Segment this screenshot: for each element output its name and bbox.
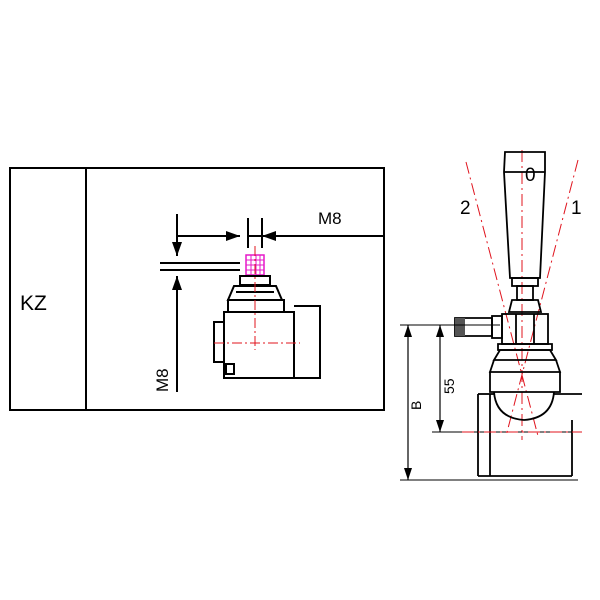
side-bolt-fill: [455, 318, 465, 336]
dimension-55-label: 55: [441, 378, 457, 394]
mounting-nut: [501, 313, 549, 345]
dome-base: [493, 391, 555, 421]
m8-vertical-dimension: [160, 214, 240, 392]
position-2-label: 2: [460, 198, 471, 219]
mounting-panel-frame: [9, 167, 385, 411]
dimension-b-label: B: [408, 401, 424, 410]
panel-plate: [477, 393, 582, 477]
kz-label: KZ: [20, 292, 47, 315]
switch-body-side: [213, 254, 321, 379]
position-0-label: 0: [525, 165, 536, 186]
m8-horizontal-dimension: [177, 218, 384, 248]
m8-top-label: M8: [318, 209, 342, 228]
right-dimensions: [400, 324, 582, 481]
left-view: [9, 167, 385, 411]
bellows: [488, 349, 562, 393]
lever-assembly: [454, 151, 562, 421]
left-center-lines: [214, 246, 300, 350]
position-lines: [465, 150, 579, 440]
m8-side-label: M8: [153, 368, 172, 392]
position-1-label: 1: [571, 198, 582, 219]
